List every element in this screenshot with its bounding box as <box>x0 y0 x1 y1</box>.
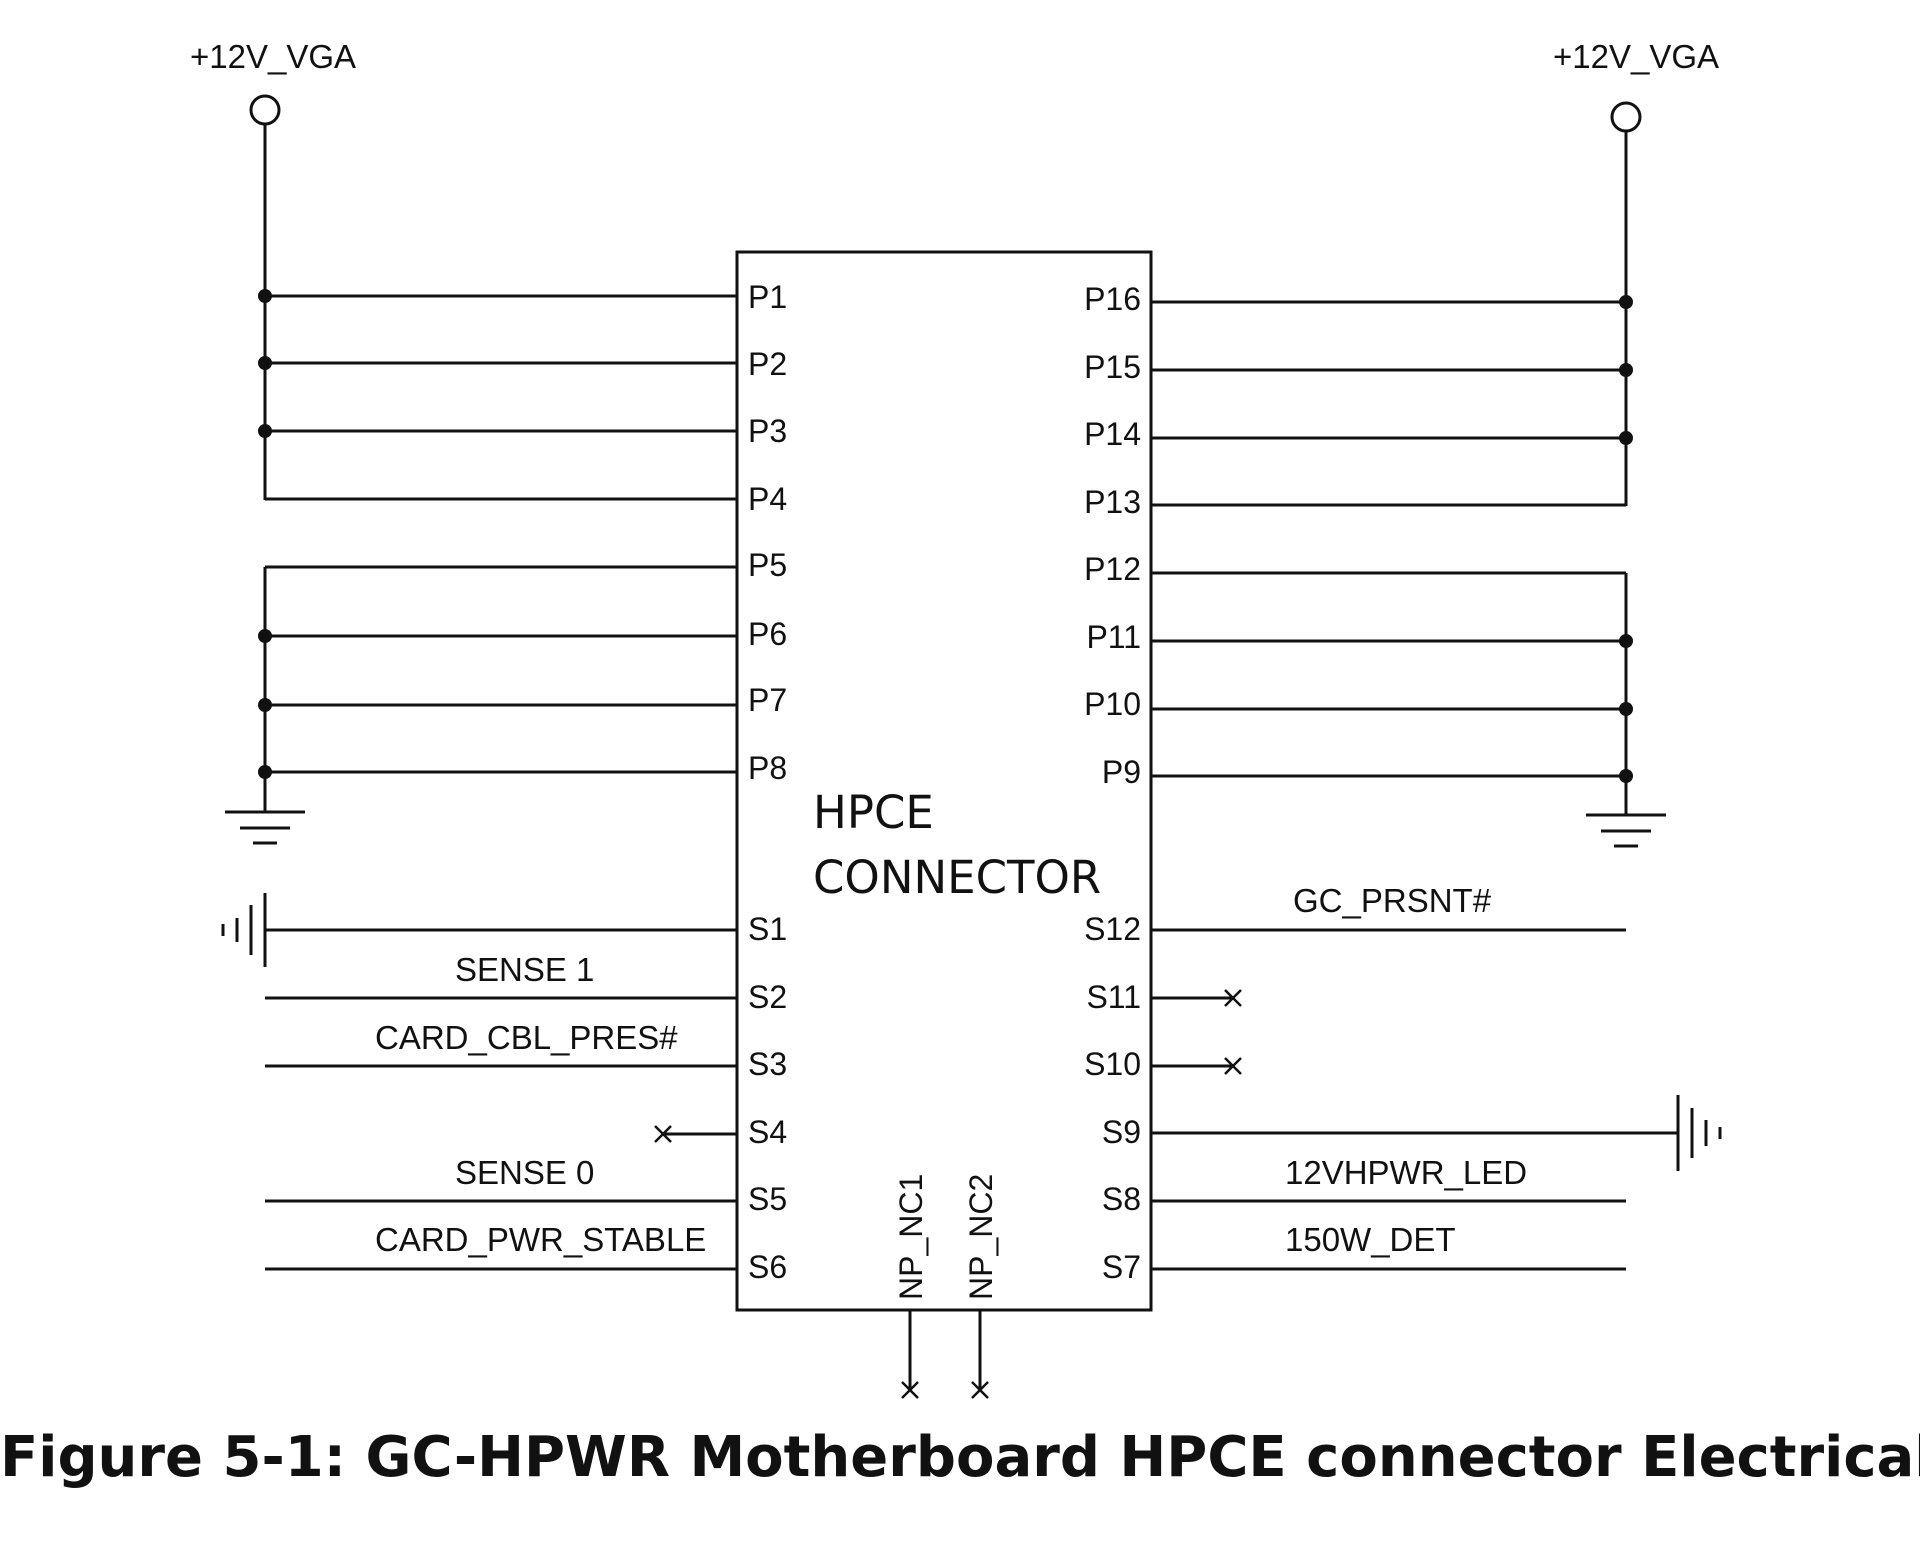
net-label-det: 150W_DET <box>1285 1221 1456 1258</box>
pin-label: S1 <box>748 911 787 947</box>
pin-label: P15 <box>1084 349 1141 385</box>
no-connect-marks <box>654 989 1242 1399</box>
pin-label: P2 <box>748 346 787 382</box>
pin-label: S6 <box>748 1249 787 1285</box>
pin-label: P6 <box>748 616 787 652</box>
pin-label: S10 <box>1084 1046 1141 1082</box>
power-label-right: +12V_VGA <box>1553 38 1719 75</box>
pin-label: P14 <box>1084 416 1141 452</box>
chassis-ground-right <box>1676 1095 1722 1171</box>
pin-label: P5 <box>748 547 787 583</box>
pin-label: S11 <box>1086 979 1141 1015</box>
pin-label: S4 <box>748 1114 787 1150</box>
power-terminal-left <box>249 94 281 126</box>
pin-label: S5 <box>748 1181 787 1217</box>
pin-label: P16 <box>1084 281 1141 317</box>
junction-dots <box>258 289 1633 783</box>
pin-label: P9 <box>1102 754 1141 790</box>
connector-body <box>735 250 1153 1312</box>
schematic-diagram: +12V_VGA +12V_VGA HPCE CONNECTOR P1 P2 P… <box>190 38 1722 1399</box>
power-label-left: +12V_VGA <box>190 38 356 75</box>
pin-label: S7 <box>1102 1249 1141 1285</box>
pin-label: S8 <box>1102 1181 1141 1217</box>
pin-label: P8 <box>748 750 787 786</box>
net-label-card-cbl-pres: CARD_CBL_PRES# <box>375 1019 678 1056</box>
pin-label: P3 <box>748 413 787 449</box>
chassis-ground-left <box>221 893 267 967</box>
connector-title-line1: HPCE <box>813 786 934 839</box>
pin-label: P1 <box>748 279 787 315</box>
ground-symbol-left <box>225 810 305 845</box>
pin-label: P7 <box>748 682 787 718</box>
pin-label: P13 <box>1084 484 1141 520</box>
net-label-gc-prsnt: GC_PRSNT# <box>1293 882 1492 919</box>
net-label-card-pwr-stable: CARD_PWR_STABLE <box>375 1221 706 1258</box>
pin-label: S2 <box>748 979 787 1015</box>
pin-label: P4 <box>748 481 787 517</box>
pin-label: P11 <box>1086 619 1141 655</box>
pin-label-np-nc1: NP_NC1 <box>893 1174 929 1300</box>
net-label-led: 12VHPWR_LED <box>1285 1154 1527 1191</box>
connector-title-line2: CONNECTOR <box>813 851 1101 904</box>
pin-label-np-nc2: NP_NC2 <box>963 1174 999 1300</box>
pin-label: P10 <box>1084 686 1141 722</box>
net-label-sense0: SENSE 0 <box>455 1154 594 1191</box>
power-terminal-right <box>1610 101 1642 133</box>
pin-label: S3 <box>748 1046 787 1082</box>
figure-caption: Figure 5-1: GC-HPWR Motherboard HPCE con… <box>0 1425 1920 1490</box>
pin-label: S9 <box>1102 1114 1141 1150</box>
net-label-sense1: SENSE 1 <box>455 951 594 988</box>
right-pin-labels: P16 P15 P14 P13 P12 P11 P10 P9 S12 S11 S… <box>1084 281 1141 1285</box>
pin-label: P12 <box>1084 551 1141 587</box>
left-pin-labels: P1 P2 P3 P4 P5 P6 P7 P8 S1 S2 S3 S4 S5 S… <box>748 279 787 1285</box>
ground-symbol-right <box>1586 813 1666 848</box>
pin-label: S12 <box>1084 911 1141 947</box>
